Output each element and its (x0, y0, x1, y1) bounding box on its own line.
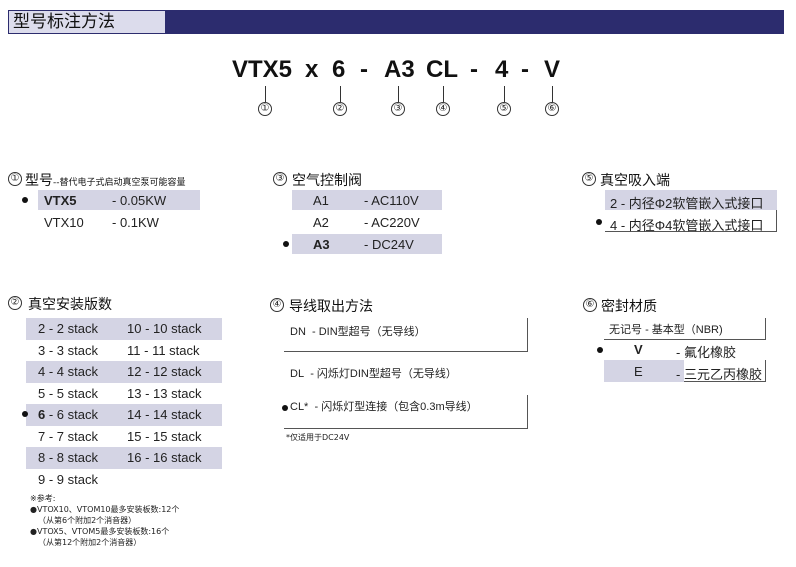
sec2-note: ※参考: (30, 494, 56, 503)
sec4-option: DN - DIN型超号（无导线） (290, 326, 426, 338)
sec4-row-frame (284, 318, 528, 352)
model-part-dash: - (470, 56, 478, 83)
sec5-marker: ⑤ (582, 172, 596, 186)
selected-bullet (597, 347, 603, 353)
sec5-row-shade (605, 190, 777, 210)
model-part-valve: A3 (384, 56, 415, 83)
connector-line (443, 86, 444, 102)
sec5-option: 2 - 内径Φ2软管嵌入式接口 (610, 196, 764, 211)
sec5-row-frame (605, 210, 777, 232)
sec6-row-shade (604, 360, 684, 382)
marker-4: ④ (436, 102, 450, 116)
model-part-series: VTX5 (232, 56, 293, 83)
selected-bullet (22, 411, 28, 417)
sec3-value: - AC220V (364, 215, 420, 230)
page-title: 型号标注方法 (8, 10, 166, 34)
connector-line (340, 86, 341, 102)
model-part-dash: - (521, 56, 529, 83)
marker-1: ① (258, 102, 272, 116)
sec4-option: CL* - 闪烁灯型连接（包含0.3m导线） (290, 401, 478, 413)
sec1-model: VTX10 (44, 215, 84, 230)
sec5-title: 真空吸入端 (600, 173, 670, 189)
sec4-option: DL - 闪烁灯DIN型超号（无导线） (290, 368, 457, 380)
sec6-title: 密封材质 (601, 299, 657, 315)
sec6-value: - 氟化橡胶 (676, 345, 736, 360)
sec4-title: 导线取出方法 (289, 299, 373, 315)
stack-option: 8 - 8 stack (38, 450, 98, 465)
model-part-dash: - (360, 56, 368, 83)
sec1-value: - 0.1KW (112, 215, 159, 230)
stack-option: 9 - 9 stack (38, 472, 98, 487)
sec3-row-shade (292, 190, 442, 210)
sec2-row-shade (26, 318, 222, 340)
sec2-note: ●VTOX5、VTOM5最多安装板数:16个 (30, 527, 170, 536)
stack-option: 3 - 3 stack (38, 343, 98, 358)
sec3-value: - AC110V (364, 193, 419, 208)
sec6-code: V (634, 342, 643, 357)
stack-option: 12 - 12 stack (127, 364, 202, 379)
connector-line (398, 86, 399, 102)
model-part-port: 4 (495, 56, 509, 83)
sec2-row-shade (26, 361, 222, 383)
marker-2: ② (333, 102, 347, 116)
selected-bullet (596, 219, 602, 225)
sec6-option: 无记号 - 基本型（NBR) (609, 324, 723, 336)
sec5-option: 4 - 内径Φ4软管嵌入式接口 (610, 218, 764, 233)
selected-bullet (283, 241, 289, 247)
sec3-code: A2 (313, 215, 329, 230)
sec2-note: （从第6个附加2个消音器） (38, 516, 137, 525)
sec6-marker: ⑥ (583, 298, 597, 312)
sec6-row-frame (684, 360, 766, 382)
sec2-row-shade (26, 404, 222, 426)
stack-option: 15 - 15 stack (127, 429, 202, 444)
selected-bullet (22, 197, 28, 203)
marker-6: ⑥ (545, 102, 559, 116)
sec3-value: - DC24V (364, 237, 414, 252)
model-part-x: x (305, 56, 319, 83)
sec6-value: - 三元乙丙橡胶 (676, 367, 762, 382)
selected-bullet (282, 405, 288, 411)
sec3-marker: ③ (273, 172, 287, 186)
sec3-title: 空气控制阀 (292, 173, 362, 189)
sec1-title: 型号--替代电子式启动真空泵可能容量 (25, 173, 186, 189)
sec2-marker: ② (8, 296, 22, 310)
sec1-marker: ① (8, 172, 22, 186)
connector-line (504, 86, 505, 102)
stack-option: 6 - 6 stack (38, 407, 98, 422)
stack-option: 16 - 16 stack (127, 450, 202, 465)
marker-3: ③ (391, 102, 405, 116)
connector-line (265, 86, 266, 102)
stack-option: 2 - 2 stack (38, 321, 98, 336)
sec6-code: E (634, 364, 643, 379)
stack-option: 11 - 11 stack (127, 343, 200, 358)
sec3-code: A3 (313, 237, 330, 252)
stack-option: 5 - 5 stack (38, 386, 98, 401)
model-part-stack: 6 (332, 56, 346, 83)
model-part-seal: V (544, 56, 561, 83)
sec6-row-frame (604, 318, 766, 340)
sec1-value: - 0.05KW (112, 193, 167, 208)
sec4-marker: ④ (270, 298, 284, 312)
sec3-row-shade (292, 234, 442, 254)
stack-option: 13 - 13 stack (127, 386, 202, 401)
marker-5: ⑤ (497, 102, 511, 116)
sec1-model: VTX5 (44, 193, 77, 208)
connector-line (552, 86, 553, 102)
sec2-title: 真空安装版数 (28, 297, 112, 313)
sec2-row-shade (26, 447, 222, 469)
stack-option: 4 - 4 stack (38, 364, 98, 379)
sec4-note: *仅适用于DC24V (286, 433, 350, 442)
model-part-wiring: CL (426, 56, 458, 83)
sec2-note: ●VTOX10、VTOM10最多安装板数:12个 (30, 505, 180, 514)
sec4-row-frame (284, 395, 528, 429)
sec2-note: （从第12个附加2个消音器） (38, 538, 142, 547)
sec1-row-shade (38, 190, 200, 210)
stack-option: 14 - 14 stack (127, 407, 202, 422)
stack-option: 7 - 7 stack (38, 429, 98, 444)
stack-option: 10 - 10 stack (127, 321, 202, 336)
sec3-code: A1 (313, 193, 329, 208)
